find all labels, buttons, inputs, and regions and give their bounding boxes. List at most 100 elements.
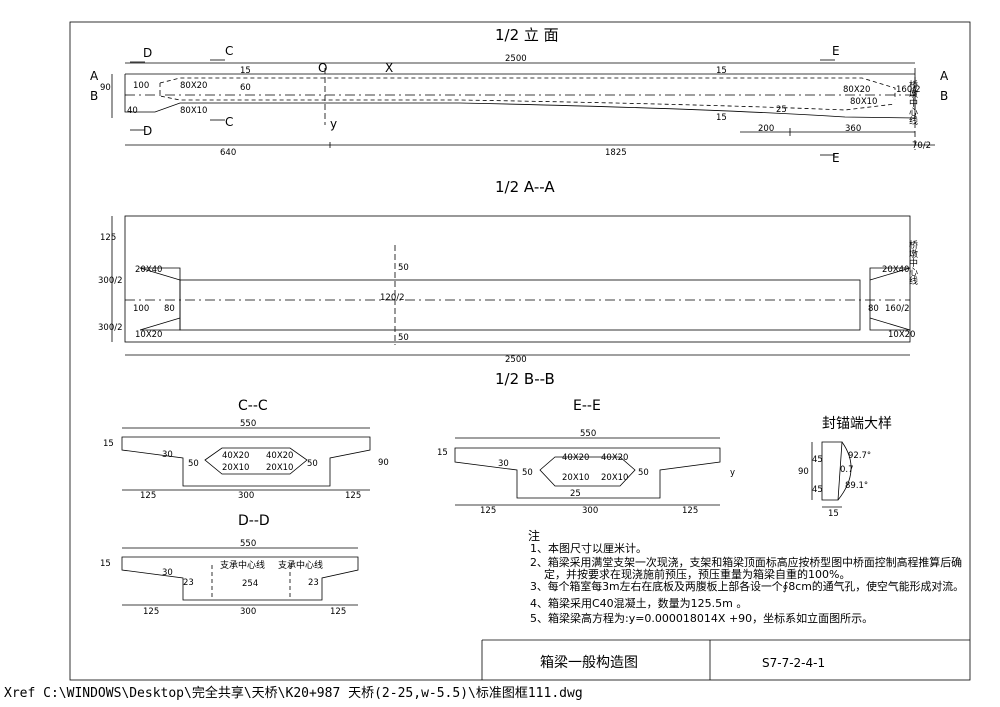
- plan-a-view: [111, 215, 911, 356]
- marker-e-bottom: E: [832, 151, 840, 165]
- note-2a: 2、箱梁采用满堂支架一次现浇，支架和箱梁顶面标高应按桥型图中桥面控制高程推算后确: [530, 555, 962, 569]
- note-1: 1、本图尺寸以厘米计。: [530, 541, 647, 555]
- dim-20x10-cc-left: 20X10: [222, 463, 249, 473]
- dim-80x10-left: 80X10: [180, 106, 207, 116]
- pier-center-plan: 桥墩中心线: [907, 239, 918, 285]
- dim-300-ee: 300: [582, 506, 598, 516]
- dim-90-cc: 90: [378, 458, 389, 468]
- plan-a-title: 1/2 A--A: [495, 178, 555, 196]
- anchor-detail: [811, 441, 852, 508]
- x-axis-label: X: [385, 61, 393, 75]
- dim-20x10-ee-left: 20X10: [562, 473, 589, 483]
- dim-30-cc: 30: [162, 450, 173, 460]
- dim-10x20-left: 10X20: [135, 330, 162, 340]
- note-2b: 定，并按要求在现浇施前预压，预压重量为箱梁自重的100%。: [544, 567, 850, 581]
- dim-15-elev-b: 15: [716, 66, 727, 76]
- dim-45-anchor-top: 45: [812, 455, 823, 465]
- marker-b-right: B: [940, 89, 948, 103]
- section-ee: [454, 437, 721, 506]
- dim-200: 200: [758, 124, 774, 134]
- dim-120-2-plan: 120/2: [380, 293, 405, 303]
- dim-50-plan-top: 50: [398, 263, 409, 273]
- section-ee-title: E--E: [573, 398, 601, 414]
- dim-80-plan-left: 80: [164, 304, 175, 314]
- dim-25-elev: 25: [776, 105, 787, 115]
- dim-2500-plan: 2500: [505, 355, 527, 365]
- dim-125-plan: 125: [100, 233, 116, 243]
- dim-300-cc: 300: [238, 491, 254, 501]
- dim-92-7-anchor: 92.7°: [848, 451, 871, 461]
- dim-70-2: 70/2: [912, 141, 931, 151]
- dim-550-cc: 550: [240, 419, 256, 429]
- note-4: 4、箱梁采用C40混凝土，数量为125.5m 。: [530, 596, 747, 610]
- dim-15-cc: 15: [103, 439, 114, 449]
- note-5: 5、箱梁梁高方程为:y=0.000018014X +90，坐标系如立面图所示。: [530, 611, 873, 625]
- dim-15-ee: 15: [437, 448, 448, 458]
- dim-15-anchor: 15: [828, 509, 839, 519]
- dim-60-elev: 60: [240, 83, 251, 93]
- dim-2500-elevation: 2500: [505, 54, 527, 64]
- marker-c-bottom: C: [225, 115, 233, 129]
- elevation-view: [111, 59, 935, 156]
- dim-89-1-anchor: 89.1°: [845, 481, 868, 491]
- dim-15-elev-c: 15: [716, 113, 727, 123]
- dim-15-dd: 15: [100, 559, 111, 569]
- dim-50-ee-left: 50: [522, 468, 533, 478]
- marker-d-bottom: D: [143, 124, 152, 138]
- elevation-title: 1/2 立 面: [495, 26, 559, 44]
- support-center-right: 支承中心线: [278, 559, 323, 571]
- dim-50-plan-bottom: 50: [398, 333, 409, 343]
- dim-0-7-anchor: 0.7: [840, 465, 854, 475]
- dim-300-2-plan-top: 300/2: [98, 276, 123, 286]
- dim-40x20-ee-left: 40X20: [562, 453, 589, 463]
- dim-640: 640: [220, 148, 236, 158]
- dim-23-dd-right: 23: [308, 578, 319, 588]
- dim-40x20-cc-left: 40X20: [222, 451, 249, 461]
- dim-y-ee: y: [730, 468, 735, 478]
- dim-80x20-right: 80X20: [843, 85, 870, 95]
- dim-80x20-left: 80X20: [180, 81, 207, 91]
- notes-heading: 注: [528, 528, 540, 543]
- plan-b-title: 1/2 B--B: [495, 370, 555, 388]
- dim-550-dd: 550: [240, 539, 256, 549]
- dim-20x10-ee-right: 20X10: [601, 473, 628, 483]
- support-center-left: 支承中心线: [220, 559, 265, 571]
- anchor-title: 封锚端大样: [822, 416, 892, 432]
- dim-40x20-ee-right: 40X20: [601, 453, 628, 463]
- section-cc-title: C--C: [238, 398, 268, 414]
- dim-40-elev: 40: [127, 106, 138, 116]
- sheet-title: 箱梁一般构造图: [540, 655, 638, 671]
- dim-80-plan-right: 80: [868, 304, 879, 314]
- origin-label: O: [318, 61, 327, 75]
- drawing-number: S7-7-2-4-1: [762, 656, 825, 670]
- dim-300-2-plan-bottom: 300/2: [98, 323, 123, 333]
- dim-125-cc-right: 125: [345, 491, 361, 501]
- dim-20x40-left: 20X40: [135, 265, 162, 275]
- marker-c-top: C: [225, 44, 233, 58]
- section-dd-title: D--D: [238, 513, 270, 529]
- section-cc: [121, 427, 371, 491]
- dim-50-cc-right: 50: [307, 459, 318, 469]
- dim-360: 360: [845, 124, 861, 134]
- dim-550-ee: 550: [580, 429, 596, 439]
- dim-125-dd-left: 125: [143, 607, 159, 617]
- dim-1825: 1825: [605, 148, 627, 158]
- dim-10x20-right: 10X20: [888, 330, 915, 340]
- dim-50-cc-left: 50: [188, 459, 199, 469]
- dim-90-anchor: 90: [798, 467, 809, 477]
- marker-d-top: D: [143, 46, 152, 60]
- marker-e-top: E: [832, 44, 840, 58]
- dim-160-2-plan: 160/2: [885, 304, 910, 314]
- marker-b-left: B: [90, 89, 98, 103]
- dim-15-elev-a: 15: [240, 66, 251, 76]
- dim-100-elev: 100: [133, 81, 149, 91]
- dim-125-ee-right: 125: [682, 506, 698, 516]
- dim-30-dd: 30: [162, 568, 173, 578]
- dim-25-ee: 25: [570, 489, 581, 499]
- dim-254-dd: 254: [242, 579, 258, 589]
- dim-20x40-right: 20X40: [882, 265, 909, 275]
- dim-50-ee-right: 50: [638, 468, 649, 478]
- xref-path: Xref C:\WINDOWS\Desktop\完全共享\天桥\K20+987 …: [4, 685, 583, 701]
